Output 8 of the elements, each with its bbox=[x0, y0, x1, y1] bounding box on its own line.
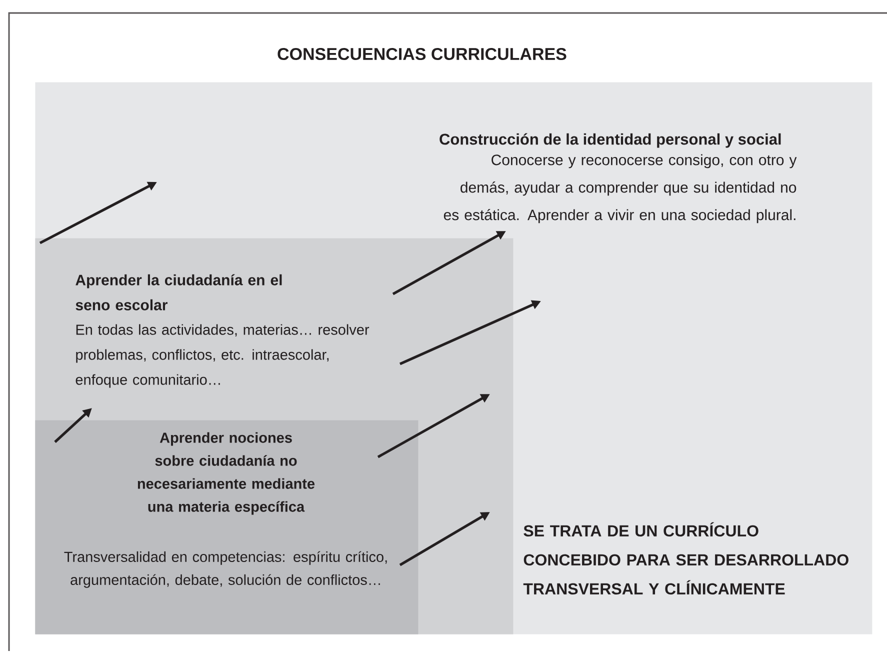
heading: Construcción de la identidad personal y social bbox=[440, 133, 781, 148]
heading: Aprender nociones sobre ciudadanía no necesariamente mediante una materia específica bbox=[138, 432, 315, 515]
title: CONSECUENCIAS CURRICULARES bbox=[278, 48, 566, 60]
body-text: Transversalidad en competencias: espíritu crítico, argumentación, debate, solución de conflictos… bbox=[64, 551, 387, 588]
heading: Aprender la ciudadanía en el seno escolar bbox=[76, 274, 282, 310]
conclusion-text: SE TRATA DE UN CURRÍCULO CONCEBIDO PARA SER DESARROLLADO TRANSVERSAL Y CLÍNICAMENTE bbox=[523, 522, 848, 595]
body-text: Conocerse y reconocerse consigo, con otro y demás, ayudar a comprender que su identidad no es estática. Aprender a vivir en una sociedad plural. bbox=[444, 154, 797, 224]
body-text: En todas las actividades, materias… resolver problemas, conflictos, etc. intraescolar, enfoque comunitario… bbox=[76, 324, 370, 388]
